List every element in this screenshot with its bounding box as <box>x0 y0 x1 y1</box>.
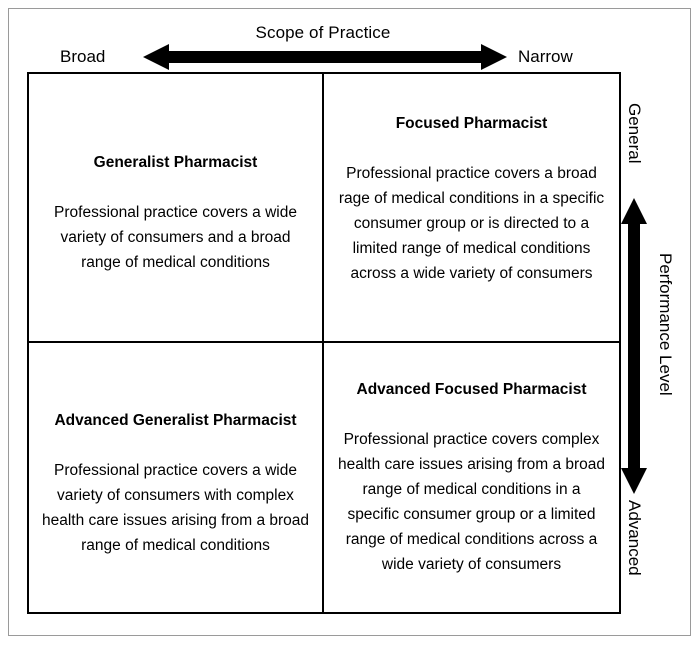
quadrant-title: Advanced Focused Pharmacist <box>356 380 587 398</box>
quadrant-body: Professional practice covers a wide vari… <box>54 204 297 271</box>
quadrant-body: Professional practice covers a broad rag… <box>338 165 605 282</box>
quadrant-advanced-focused-pharmacist: Advanced Focused Pharmacist Professional… <box>324 343 619 612</box>
performance-general-label: General <box>625 103 644 164</box>
double-headed-vertical-arrow-icon <box>621 198 647 494</box>
quadrant-title: Focused Pharmacist <box>395 115 548 132</box>
practice-matrix: Generalist Pharmacist Professional pract… <box>27 72 621 614</box>
scope-of-practice-title: Scope of Practice <box>255 23 391 42</box>
quadrant-generalist-pharmacist: Generalist Pharmacist Professional pract… <box>29 74 324 343</box>
quadrant-title: Advanced Generalist Pharmacist <box>54 411 297 429</box>
quadrant-body: Professional practice covers complex hea… <box>337 430 606 573</box>
scope-narrow-label: Narrow <box>518 47 573 66</box>
quadrant-advanced-generalist-pharmacist: Advanced Generalist Pharmacist Professio… <box>29 343 324 612</box>
quadrant-body: Professional practice covers a wide vari… <box>41 461 310 554</box>
scope-broad-label: Broad <box>60 47 106 66</box>
performance-advanced-label: Advanced <box>625 500 644 576</box>
double-headed-horizontal-arrow-icon <box>143 44 507 70</box>
quadrant-title: Generalist Pharmacist <box>93 154 258 171</box>
quadrant-focused-pharmacist: Focused Pharmacist Professional practice… <box>324 74 619 343</box>
performance-level-title: Performance Level <box>656 253 675 396</box>
